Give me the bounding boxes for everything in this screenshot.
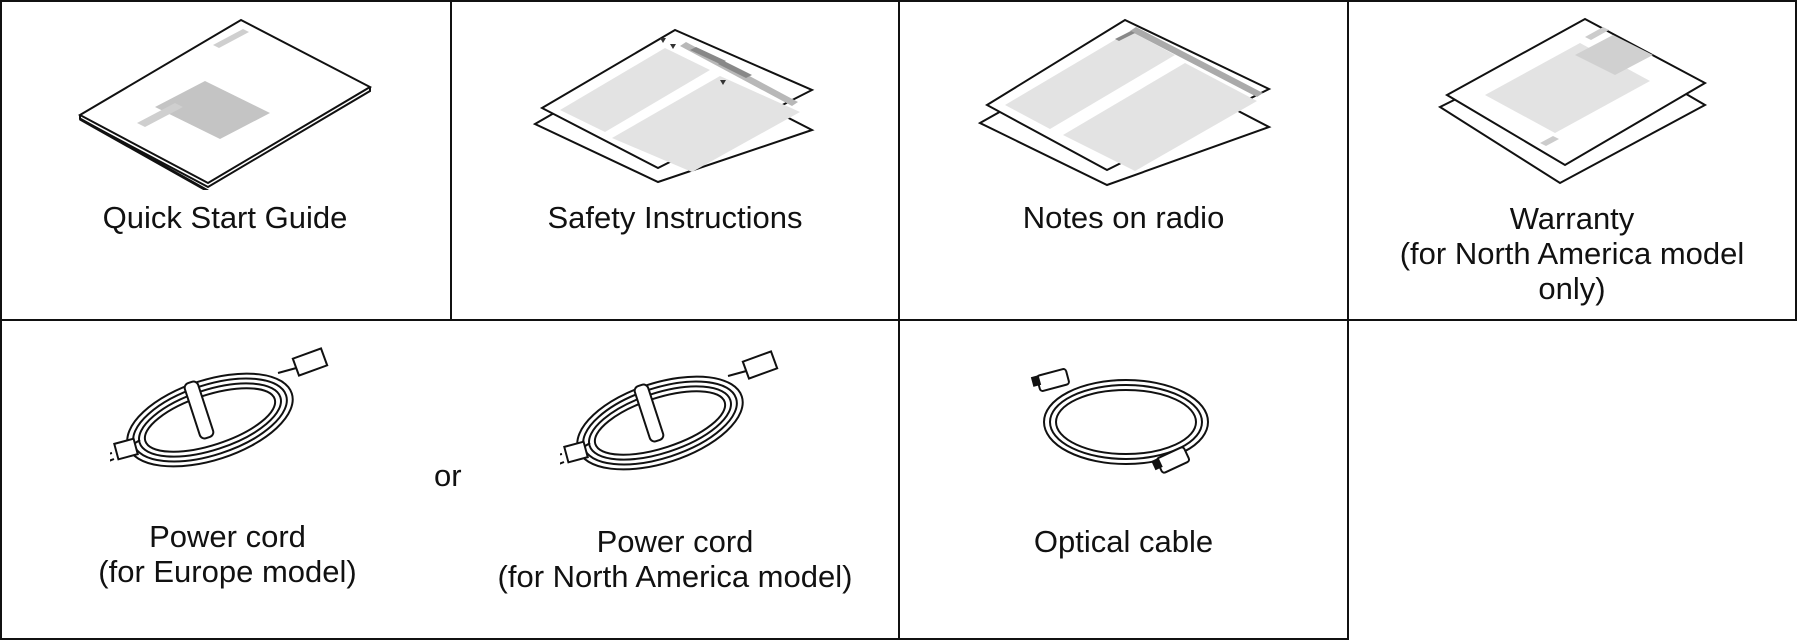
warranty-label-line2: (for North America model [1399, 236, 1745, 271]
quick-start-guide-illustration [75, 15, 375, 190]
or-separator: or [434, 458, 462, 493]
optical-cable-illustration [1030, 360, 1220, 490]
cell-warranty [1347, 0, 1797, 321]
warranty-illustration [1435, 15, 1710, 185]
power-cord-north-america-label: Power cord (for North America model) [460, 524, 890, 594]
power-cord-north-america-label-line1: Power cord [596, 524, 754, 559]
power-cord-europe-illustration [110, 345, 350, 495]
safety-instructions-illustration [530, 20, 820, 185]
quick-start-guide-label: Quick Start Guide [102, 200, 348, 235]
warranty-label-line1: Warranty [1509, 201, 1635, 236]
safety-instructions-label: Safety Instructions [547, 200, 803, 235]
cell-optical-cable [898, 319, 1349, 640]
warranty-label-line3: only) [1538, 271, 1606, 306]
warranty-label: Warranty (for North America model only) [1347, 201, 1797, 306]
power-cord-north-america-illustration [560, 348, 800, 498]
power-cord-europe-label: Power cord (for Europe model) [45, 519, 410, 589]
notes-on-radio-label: Notes on radio [1022, 200, 1225, 235]
optical-cable-label: Optical cable [1033, 524, 1214, 559]
power-cord-europe-label-line2: (for Europe model) [98, 554, 357, 589]
power-cord-north-america-label-line2: (for North America model) [497, 559, 853, 594]
power-cord-europe-label-line1: Power cord [149, 519, 306, 554]
notes-on-radio-illustration [975, 15, 1275, 190]
